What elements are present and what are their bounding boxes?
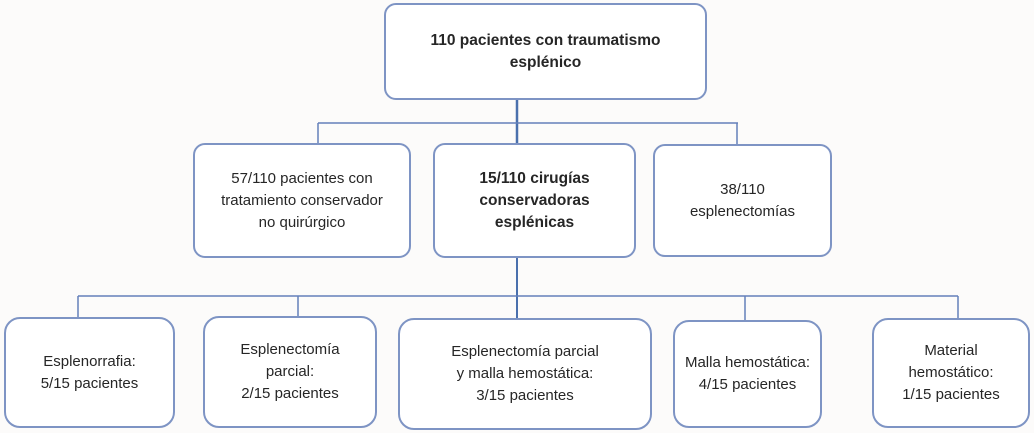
node-esplenectomia-parcial-line-1: Esplenectomía: [240, 341, 340, 358]
node-esplenectomia-parcial: Esplenectomía parcial: 2/15 pacientes: [203, 316, 377, 428]
node-esplenectomias-line-2: esplenectomías: [689, 202, 796, 220]
node-material-hemostatico-line-2: hemostático:: [908, 364, 994, 381]
node-material-hemostatico: Material hemostático: 1/15 pacientes: [872, 318, 1030, 428]
node-cirugias-conservadoras-line-2: conservadoras: [479, 191, 590, 209]
node-tratamiento-conservador-line-3: no quirúrgico: [258, 213, 346, 231]
node-esplenorrafia-line-2: 5/15 pacientes: [40, 374, 139, 392]
node-tratamiento-conservador: 57/110 pacientes con tratamiento conserv…: [193, 143, 411, 258]
node-cirugias-conservadoras-line-3: esplénicas: [494, 213, 575, 231]
node-malla-hemostatica-line-2: 4/15 pacientes: [698, 376, 797, 393]
node-total-pacientes-line-2: esplénico: [509, 53, 582, 71]
node-total-pacientes: 110 pacientes con traumatismo esplénico: [384, 3, 707, 100]
node-material-hemostatico-line-3: 1/15 pacientes: [902, 386, 1000, 403]
node-esplenorrafia: Esplenorrafia: 5/15 pacientes: [4, 317, 175, 428]
node-malla-hemostatica: Malla hemostática: 4/15 pacientes: [673, 320, 822, 428]
node-tratamiento-conservador-line-1: 57/110 pacientes con: [231, 169, 373, 187]
node-parcial-y-malla-line-1: Esplenectomía parcial: [451, 343, 599, 360]
node-esplenectomias-line-1: 38/110: [720, 180, 765, 198]
node-esplenectomia-parcial-line-2: parcial:: [265, 363, 315, 380]
node-cirugias-conservadoras-line-1: 15/110 cirugías: [479, 169, 590, 187]
node-parcial-y-malla-line-3: 3/15 pacientes: [476, 387, 574, 404]
node-parcial-y-malla-line-2: y malla hemostática:: [456, 365, 594, 382]
node-esplenectomia-parcial-line-3: 2/15 pacientes: [241, 385, 339, 402]
node-esplenectomias: 38/110 esplenectomías: [653, 144, 832, 257]
node-tratamiento-conservador-line-2: tratamiento conservador: [221, 191, 383, 209]
node-cirugias-conservadoras: 15/110 cirugías conservadoras esplénicas: [433, 143, 636, 258]
node-material-hemostatico-line-1: Material: [924, 342, 978, 359]
node-parcial-y-malla: Esplenectomía parcial y malla hemostátic…: [398, 318, 652, 430]
node-malla-hemostatica-line-1: Malla hemostática:: [684, 354, 811, 371]
node-esplenorrafia-line-1: Esplenorrafia:: [43, 352, 136, 370]
node-total-pacientes-line-1: 110 pacientes con traumatismo: [430, 31, 661, 49]
